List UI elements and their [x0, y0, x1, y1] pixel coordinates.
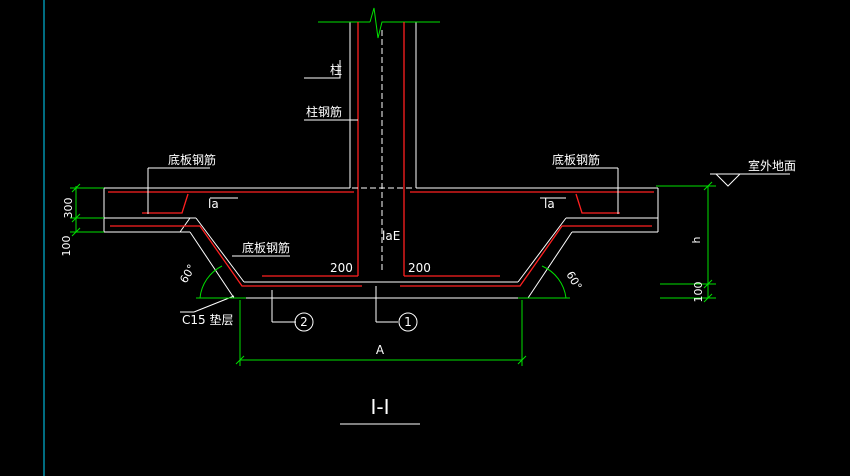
dim-200-left: 200 — [330, 261, 353, 275]
angle-marks — [196, 265, 570, 299]
callout-1: 1 — [398, 312, 418, 332]
ground-level-icon — [710, 173, 790, 187]
column — [318, 7, 440, 188]
slab-rebar-label-right: 底板钢筋 — [552, 152, 600, 167]
column-rebar-label: 柱钢筋 — [306, 104, 342, 119]
la-label-right: la — [544, 197, 555, 211]
lae-label: laE — [382, 229, 400, 243]
bottom-dimension — [235, 300, 527, 366]
cushion-label: C15 垫层 — [182, 312, 233, 327]
slab-rebars — [108, 191, 654, 287]
slab-rebar-label-left: 底板钢筋 — [168, 152, 216, 167]
column-label: 柱 — [330, 62, 342, 77]
ground-level-label: 室外地面 — [748, 158, 796, 173]
dim-100-right: 100 — [692, 282, 705, 303]
angle-label-left: 60° — [177, 262, 198, 285]
callout-2: 2 — [294, 312, 314, 332]
svg-text:2: 2 — [300, 315, 308, 329]
dim-200-right: 200 — [408, 261, 431, 275]
slab-rebar-label-lower: 底板钢筋 — [242, 240, 290, 255]
la-label-left: la — [208, 197, 219, 211]
cushion-layer — [104, 217, 658, 299]
leaders — [147, 60, 619, 323]
dim-300: 300 — [62, 198, 75, 219]
section-title: I-I — [370, 395, 389, 419]
angle-label-right: 60° — [563, 269, 584, 292]
dim-100-left: 100 — [60, 236, 73, 257]
right-dimension — [656, 181, 716, 303]
svg-text:1: 1 — [404, 315, 412, 329]
dim-h: h — [690, 236, 703, 243]
column-rebars — [262, 22, 500, 277]
dim-a: A — [376, 343, 385, 357]
left-dimension — [70, 183, 104, 237]
break-line-icon — [369, 7, 392, 39]
